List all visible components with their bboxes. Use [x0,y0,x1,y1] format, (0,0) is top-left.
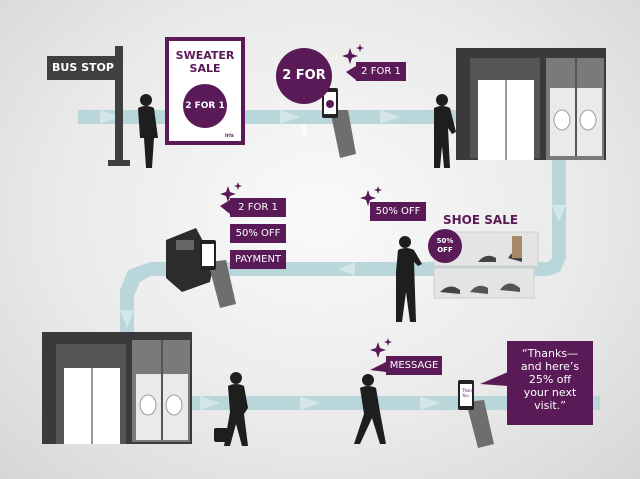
poster-title: SWEATER SALE [175,49,235,75]
poster-offer: 2 FOR 1 [183,84,227,128]
hand-phone-1 [322,88,356,158]
offer-bubble: 2 FOR 1 [276,48,332,139]
thank-you-message: “Thanks— and here’s 25% off your next vi… [507,341,593,425]
message-tag: MESSAGE [386,356,442,375]
sparkle-icons [220,44,392,358]
store-building-bottom [42,332,192,444]
payment-tag-offer-1: 2 FOR 1 [230,198,286,217]
person-silhouettes [138,94,456,446]
bus-stop-sign: BUS STOP [47,56,119,80]
bus-stop-pole [108,46,130,166]
poster-logo: iris [225,133,234,139]
person-leaving-store [214,372,248,446]
shopper-offer-tag: 50% OFF [370,202,426,221]
person-waiting [138,94,158,168]
store-logo-bottom: iris [98,430,107,436]
payment-tag-payment: PAYMENT [230,250,286,269]
person-walking [354,374,386,444]
phone-screen-text: Thank You [462,388,475,398]
hand-phone-3 [458,380,494,448]
store-building-top [456,48,606,160]
person-shoe-browsing [396,236,422,322]
store-logo-top: iris [512,148,521,154]
phone-offer-tag: 2 FOR 1 [356,62,406,81]
payment-tag-offer-2: 50% OFF [230,224,286,243]
hand-phone-2 [200,240,236,308]
tag-tails [220,66,508,386]
shoe-offer-sign: 50% OFF [428,229,462,263]
shoe-sale-title: SHOE SALE [443,213,519,227]
person-entering-store [434,94,456,168]
sweater-sale-poster: SWEATER SALE 2 FOR 1 iris [165,37,245,145]
